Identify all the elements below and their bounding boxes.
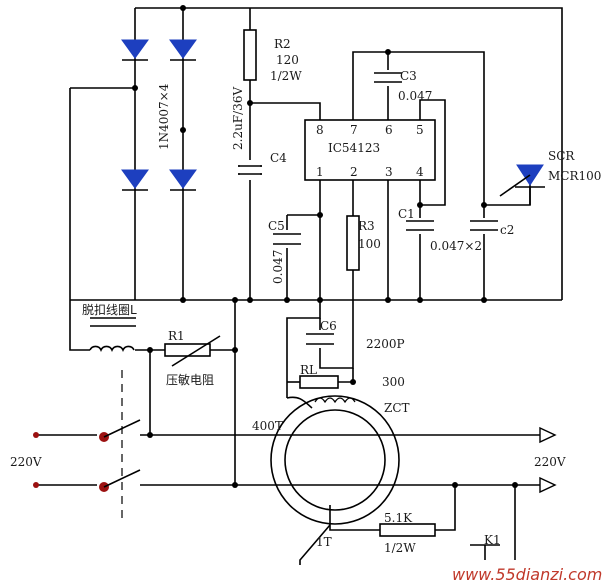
label-pin5: 5: [416, 123, 424, 137]
label-c3-name: C3: [400, 69, 417, 83]
diode-bridge: [121, 39, 197, 191]
label-r2-power: 1/2W: [270, 69, 302, 83]
breaker-contacts: [33, 370, 141, 520]
label-rl-value: 300: [382, 375, 405, 389]
diode-d3: [121, 169, 149, 189]
output-terminals: [539, 426, 557, 494]
label-220v-right: 220V: [534, 455, 566, 469]
label-c1-name: C1: [398, 207, 415, 221]
label-220v-left: 220V: [10, 455, 42, 469]
label-r2-value: 120: [276, 53, 299, 67]
label-400t: 400T: [252, 419, 283, 433]
label-scr-model: MCR100: [548, 169, 601, 183]
label-r3-value: 100: [358, 237, 381, 251]
label-pin6: 6: [385, 123, 393, 137]
label-diode: 1N4007×4: [157, 83, 171, 150]
label-test-resistor: 5.1K: [384, 511, 413, 525]
label-scr-name: SCR: [548, 149, 575, 163]
label-ic-name: IC54123: [328, 141, 380, 155]
diode-d1: [121, 39, 149, 59]
capacitor-c6: [306, 330, 334, 348]
trip-coil: [89, 317, 136, 352]
label-c4-value: 2.2uF/36V: [231, 87, 245, 150]
resistor-test: [379, 523, 436, 537]
label-c6-value: 2200P: [366, 337, 405, 351]
resistor-r2: [243, 29, 257, 81]
label-r3-name: R3: [358, 219, 375, 233]
label-trip-coil: 脱扣线圈L: [82, 302, 137, 317]
label-r2-name: R2: [274, 37, 291, 51]
diode-d4: [169, 169, 197, 189]
label-pin7: 7: [350, 123, 358, 137]
capacitor-c3: [374, 70, 402, 86]
label-c1c2-value: 0.047×2: [430, 239, 482, 253]
label-pin2: 2: [350, 165, 358, 179]
ic-54123: [304, 119, 436, 181]
scr-thyristor: [499, 164, 545, 205]
label-c4-name: C4: [270, 151, 287, 165]
label-rl-name: RL: [300, 363, 317, 377]
label-c6-name: C6: [320, 319, 337, 333]
label-pin8: 8: [316, 123, 324, 137]
capacitor-c4: [238, 160, 262, 180]
varistor-r1: [164, 335, 221, 367]
label-zct: ZCT: [384, 401, 410, 415]
resistor-rl: [299, 375, 339, 389]
label-pin4: 4: [416, 165, 424, 179]
label-varistor: 压敏电阻: [166, 372, 214, 387]
label-k1: K1: [484, 533, 501, 547]
label-c5-name: C5: [268, 219, 285, 233]
label-1t: 1T: [316, 535, 332, 549]
label-c2-name: c2: [500, 223, 514, 237]
diode-d2: [169, 39, 197, 59]
wiring: [35, 7, 563, 560]
capacitor-c1: [406, 218, 434, 234]
label-c3-value: 0.047: [398, 89, 432, 103]
capacitor-c5: [273, 230, 301, 248]
label-r1-name: R1: [168, 329, 185, 343]
label-c5-value: 0.047: [271, 250, 285, 284]
label-pin3: 3: [385, 165, 393, 179]
junctions: [132, 5, 518, 488]
resistor-r3: [346, 215, 360, 271]
test-switch-k1: [470, 544, 500, 560]
capacitor-c2: [470, 218, 498, 234]
zero-current-transformer: [270, 395, 400, 565]
label-test-power: 1/2W: [384, 541, 416, 555]
watermark: www.55dianzi.com: [452, 565, 602, 584]
label-pin1: 1: [316, 165, 324, 179]
